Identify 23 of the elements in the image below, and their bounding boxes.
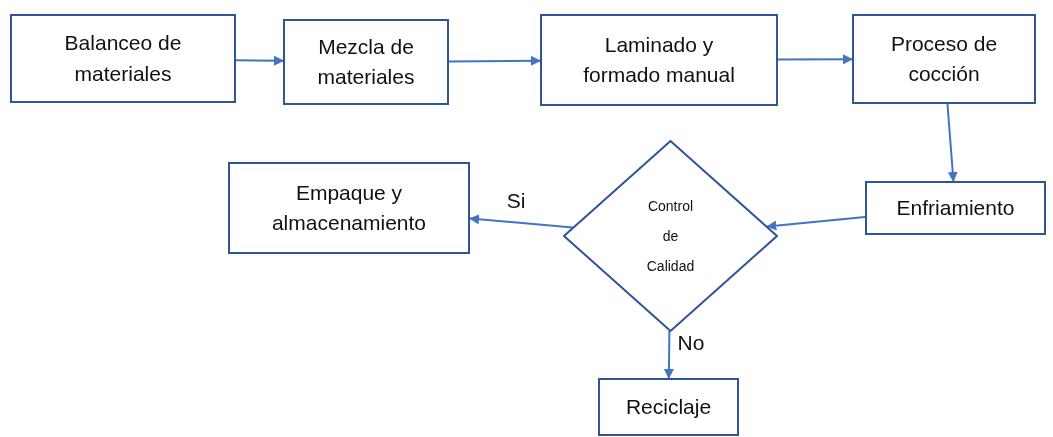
arrow: [946, 103, 958, 182]
process-box: [865, 181, 1046, 235]
process-box: [228, 162, 470, 254]
decision-diamond: [563, 140, 778, 332]
process-box: [852, 14, 1036, 104]
process-box: [540, 14, 778, 106]
node-label: Reciclaje: [625, 393, 712, 420]
arrow: [766, 215, 866, 231]
arrow: [448, 55, 541, 66]
node-label: Mezcla de materiales: [316, 33, 416, 90]
process-box: [283, 19, 449, 105]
node-label: Empaque y almacenamiento: [270, 179, 428, 236]
arrow: [777, 54, 853, 65]
node-label: Proceso de cocción: [889, 30, 999, 87]
process-box: [598, 378, 739, 436]
arrow: [235, 55, 284, 66]
node-label: Enfriamiento: [896, 194, 1015, 221]
arrow: [469, 214, 574, 229]
node-label: Laminado y formado manual: [582, 31, 736, 88]
node-label: Control de Calidad: [645, 197, 696, 276]
process-box: [10, 14, 236, 103]
arrow: [663, 330, 674, 379]
node-label: Balanceo de materiales: [63, 30, 183, 87]
